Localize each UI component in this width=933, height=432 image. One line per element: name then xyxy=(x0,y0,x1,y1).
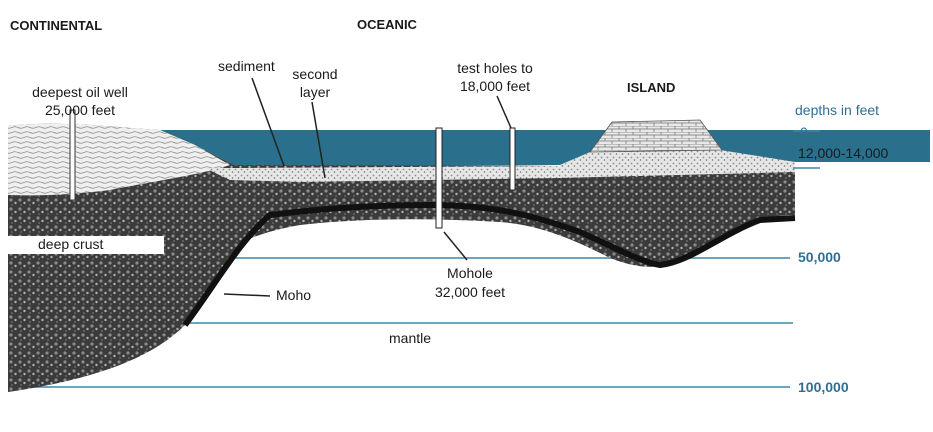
second-layer-label-line2: layer xyxy=(299,84,331,100)
mohole-label-line1: Mohole xyxy=(447,265,493,281)
test-holes-pointer xyxy=(496,95,512,129)
depth-zero: 0 xyxy=(800,124,808,140)
sediment-label: sediment xyxy=(218,58,275,74)
island xyxy=(589,119,723,153)
mantle-label: mantle xyxy=(389,330,432,346)
depth-ocean-floor: 12,000-14,000 xyxy=(798,145,889,161)
oil-well xyxy=(69,109,76,201)
heading-continental: CONTINENTAL xyxy=(10,18,103,33)
moho-label: Moho xyxy=(276,287,312,303)
mohole-label-line2: 32,000 feet xyxy=(434,284,506,300)
heading-oceanic: OCEANIC xyxy=(357,17,417,32)
oil-well-label-line2: 25,000 feet xyxy=(44,102,116,118)
depth-50000: 50,000 xyxy=(798,249,841,265)
second-layer-pointer xyxy=(311,101,326,179)
second-layer-label-line1: second xyxy=(292,66,338,82)
continental-strata xyxy=(8,123,230,196)
depth-100000: 100,000 xyxy=(798,379,849,395)
test-holes-label-line2: 18,000 feet xyxy=(459,78,531,94)
deep-crust-label: deep crust xyxy=(38,236,104,252)
deep-crust-box xyxy=(8,236,164,254)
test-holes-label-line1: test holes to xyxy=(457,60,533,76)
mohole-shaft xyxy=(435,127,443,229)
mohole-pointer xyxy=(443,231,468,261)
moho-boundary xyxy=(182,201,796,327)
oil-well-label-line1: deepest oil well xyxy=(32,84,128,100)
sediment-pointer xyxy=(251,77,285,167)
moho-pointer xyxy=(223,293,271,297)
ocean-water xyxy=(160,128,930,168)
test-hole xyxy=(509,127,516,191)
heading-island: ISLAND xyxy=(627,80,676,95)
depth-scale-title: depths in feet xyxy=(795,102,880,118)
